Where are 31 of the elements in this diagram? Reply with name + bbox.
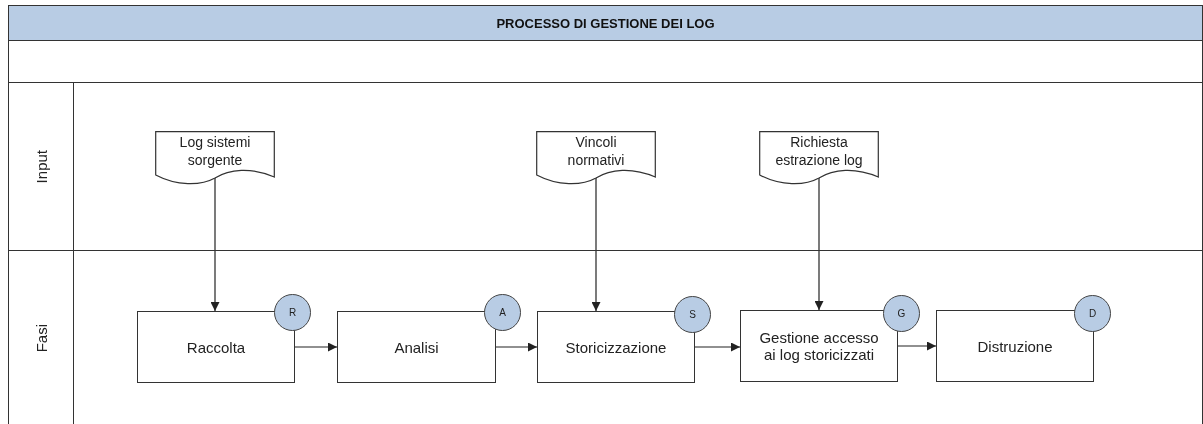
step-label: Distruzione <box>977 337 1053 355</box>
step-label: Analisi <box>394 338 439 356</box>
swimlane <box>8 82 1203 251</box>
step-badge <box>274 294 311 331</box>
arrow <box>294 342 338 352</box>
step-label: Gestione accesso ai log storicizzati <box>758 329 880 363</box>
document-label: Log sistemi sorgente <box>178 133 252 169</box>
step-badge <box>1074 295 1111 332</box>
badge-letter: D <box>1088 308 1097 319</box>
process-box <box>537 311 695 383</box>
arrow <box>694 342 741 352</box>
process-box <box>740 310 898 382</box>
process-box <box>337 311 496 383</box>
badge-letter: G <box>897 308 906 319</box>
process-box <box>936 310 1094 382</box>
badge-letter: A <box>499 307 506 318</box>
step-badge <box>484 294 521 331</box>
badge-letter: S <box>689 309 696 320</box>
swimlane <box>8 250 1203 424</box>
step-badge <box>674 296 711 333</box>
arrow <box>897 341 937 351</box>
arrow <box>495 342 538 352</box>
step-label: Storicizzazione <box>565 338 667 356</box>
lane-label: Fasi <box>32 323 50 353</box>
step-badge <box>883 295 920 332</box>
document-label: Richiesta estrazione log <box>774 133 864 169</box>
step-label: Raccolta <box>186 338 246 356</box>
title: PROCESSO DI GESTIONE DEI LOG <box>496 15 715 31</box>
document-label: Vincoli normativi <box>566 133 626 169</box>
badge-letter: R <box>288 307 297 318</box>
lane-label: Input <box>32 149 50 184</box>
